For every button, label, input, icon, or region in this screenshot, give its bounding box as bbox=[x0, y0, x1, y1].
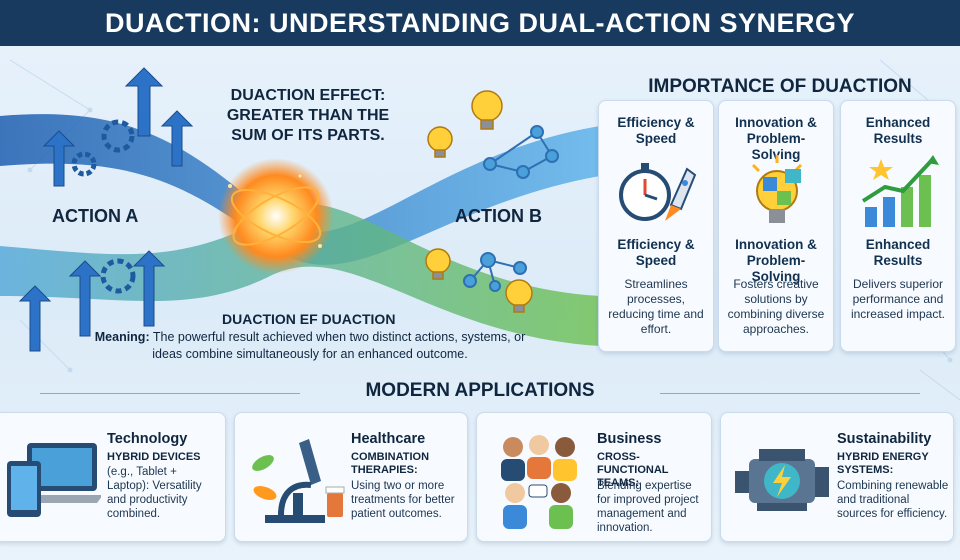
action-b-label: ACTION B bbox=[455, 206, 542, 226]
application-card-healthcare: Healthcare COMBINATION THERAPIES: Using … bbox=[234, 412, 468, 542]
card-title: Enhanced Results bbox=[865, 115, 931, 146]
card-subtitle: Innovation & Problem-Solving bbox=[735, 237, 817, 284]
devices-icon bbox=[7, 443, 101, 517]
application-card-business: Business CROSS-FUNCTIONAL TEAMS: Blendin… bbox=[476, 412, 712, 542]
card-description: Fosters creative solutions by combining … bbox=[727, 277, 825, 336]
engine-icon bbox=[735, 449, 829, 511]
network-node-icons bbox=[463, 125, 559, 292]
application-subtitle: COMBINATION THERAPIES: bbox=[351, 451, 430, 476]
meaning-definition: The powerful result achieved when two di… bbox=[152, 330, 526, 361]
application-name: Sustainability bbox=[837, 431, 932, 447]
application-description: Blending expertise for improved project … bbox=[597, 480, 699, 534]
application-subtitle: HYBRID DEVICES bbox=[107, 451, 201, 463]
stopwatch-rocket-icon bbox=[619, 163, 697, 221]
growth-chart-icon bbox=[861, 155, 939, 227]
hero-illustration: DUACTION EFFECT: GREATER THAN THE SUM OF… bbox=[0, 46, 600, 376]
importance-card-innovation: Innovation & Problem-Solving Innovation … bbox=[718, 100, 834, 352]
card-title: Innovation & Problem-Solving bbox=[735, 115, 817, 162]
application-name: Technology bbox=[107, 431, 188, 447]
lightbulb-puzzle-icon bbox=[751, 155, 803, 223]
duaction-ef-label: DUACTION EF DUACTION bbox=[222, 311, 396, 327]
meaning-text: Meaning: The powerful result achieved wh… bbox=[90, 329, 530, 363]
action-a-label: ACTION A bbox=[52, 206, 139, 226]
meaning-label: Meaning: bbox=[94, 330, 150, 344]
importance-heading: IMPORTANCE OF DUACTION bbox=[648, 76, 912, 97]
title-banner: DUACTION: UNDERSTANDING DUAL-ACTION SYNE… bbox=[0, 0, 960, 46]
importance-card-results: Enhanced Results Enhanced Results Delive… bbox=[840, 100, 956, 352]
application-subtitle: HYBRID ENERGY SYSTEMS: bbox=[837, 451, 929, 476]
applications-heading: MODERN APPLICATIONS bbox=[365, 380, 595, 401]
card-description: Streamlines processes, reducing time and… bbox=[608, 277, 704, 336]
divider-left bbox=[40, 393, 300, 394]
lightbulb-icons bbox=[425, 90, 533, 313]
card-title: Efficiency & Speed bbox=[617, 115, 695, 146]
gear-icons bbox=[71, 119, 136, 294]
team-icon bbox=[501, 435, 577, 529]
page-title: DUACTION: UNDERSTANDING DUAL-ACTION SYNE… bbox=[105, 7, 855, 38]
application-name: Business bbox=[597, 431, 662, 447]
application-description: Combining renewable and traditional sour… bbox=[837, 480, 949, 520]
microscope-icon bbox=[252, 439, 345, 523]
card-subtitle: Efficiency & Speed bbox=[617, 237, 695, 268]
action-a-stream-lower bbox=[0, 203, 600, 346]
card-description: Delivers superior performance and increa… bbox=[850, 277, 946, 321]
application-subtitle: CROSS-FUNCTIONAL TEAMS: bbox=[597, 451, 669, 489]
dual-stream-graphic bbox=[0, 67, 600, 352]
effect-headline: DUACTION EFFECT: GREATER THAN THE SUM OF… bbox=[226, 87, 390, 144]
application-description: Using two or more treatments for better … bbox=[351, 480, 455, 520]
action-a-stream-upper bbox=[0, 114, 600, 265]
application-description: (e.g., Tablet + Laptop): Versatility and… bbox=[107, 466, 202, 520]
divider-right bbox=[660, 393, 920, 394]
importance-card-efficiency: Efficiency & Speed Efficiency & Speed St… bbox=[598, 100, 714, 352]
application-card-sustainability: Sustainability HYBRID ENERGY SYSTEMS: Co… bbox=[720, 412, 954, 542]
arrow-up-icons bbox=[18, 67, 194, 352]
application-name: Healthcare bbox=[351, 431, 426, 447]
application-card-technology: Technology HYBRID DEVICES (e.g., Tablet … bbox=[0, 412, 226, 542]
card-subtitle: Enhanced Results bbox=[865, 237, 931, 268]
synergy-core-glow bbox=[218, 158, 334, 274]
